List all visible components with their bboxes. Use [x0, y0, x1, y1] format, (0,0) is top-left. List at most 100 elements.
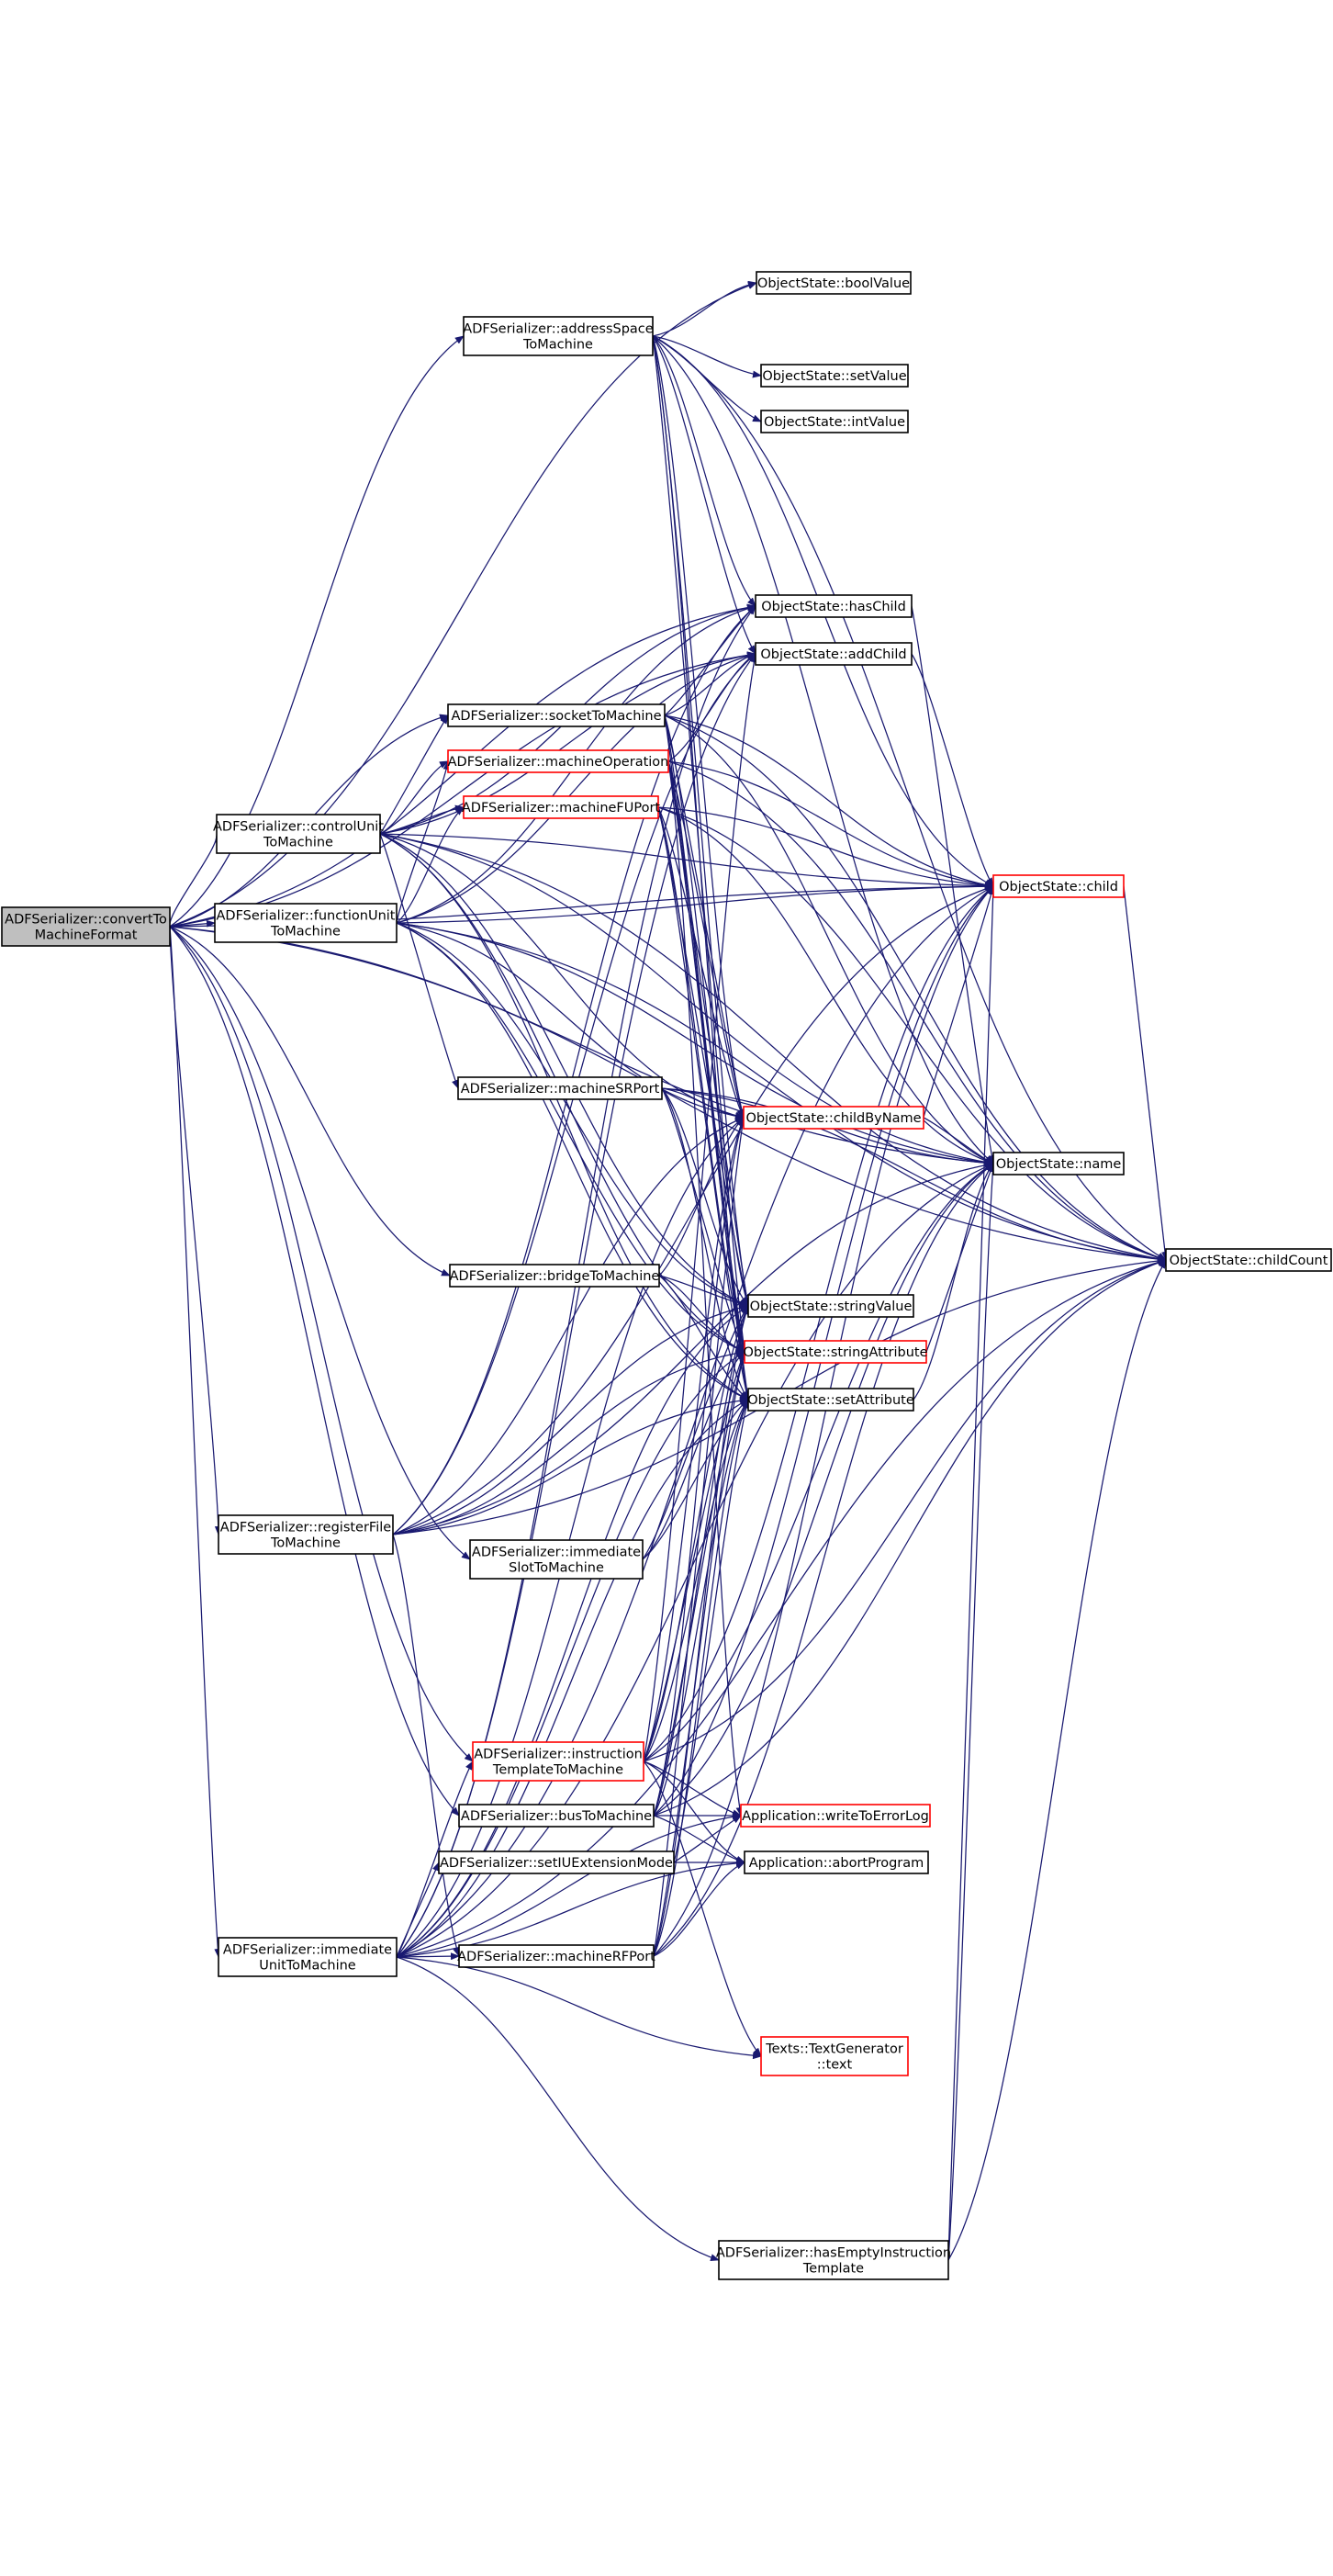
edge-bus-to-childCount [653, 1259, 1167, 1817]
edge-immediateUnit-to-writeToErrorLog [396, 1813, 742, 1958]
node-childByName[interactable]: ObjectState::childByName [743, 1106, 924, 1130]
node-text[interactable]: Texts::TextGenerator::text [760, 2036, 909, 2076]
node-box-stringAttribute [744, 1340, 927, 1364]
node-label-hasEmptyInstruction: ADFSerializer::hasEmptyInstruction [716, 2246, 951, 2261]
node-box-immediateSlot [469, 1539, 644, 1580]
node-label-childByName: ObjectState::childByName [745, 1111, 921, 1126]
node-machineRFPort[interactable]: ADFSerializer::machineRFPort [457, 1944, 655, 1968]
edge-controlUnit-to-stringValue [379, 833, 749, 1307]
node-machineFUPort[interactable]: ADFSerializer::machineFUPort [462, 795, 661, 819]
node-label-machineOperation: ADFSerializer::machineOperation [448, 755, 669, 770]
edge-socket-to-addChild [664, 652, 756, 716]
edge-convert-to-addressSpace [169, 335, 465, 928]
node-name[interactable]: ObjectState::name [992, 1152, 1125, 1176]
edge-addressSpace-to-setValue [652, 335, 762, 378]
node-stringValue[interactable]: ObjectState::stringValue [747, 1294, 914, 1318]
node-box-abortProgram [744, 1850, 929, 1874]
edge-immediateSlot-to-setAttribute [642, 1399, 749, 1560]
edge-functionUnit-to-setAttribute [396, 922, 749, 1400]
edge-machineRFPort-to-setAttribute [653, 1399, 749, 1957]
edge-bus-to-name [653, 1163, 994, 1817]
node-setIUExtension[interactable]: ADFSerializer::setIUExtensionMode [438, 1850, 675, 1874]
node-label-hasChild: ObjectState::hasChild [761, 600, 906, 614]
node-childCount[interactable]: ObjectState::childCount [1165, 1248, 1332, 1272]
node-addChild[interactable]: ObjectState::addChild [755, 642, 913, 666]
node-label-setAttribute: ObjectState::setAttribute [747, 1393, 914, 1408]
node-abortProgram[interactable]: Application::abortProgram [744, 1850, 929, 1874]
node-label-immediateUnit: ADFSerializer::immediate [223, 1943, 392, 1958]
node-setValue[interactable]: ObjectState::setValue [760, 364, 909, 388]
edge-machineFUPort-to-childByName [657, 806, 745, 1119]
edge-registerFile-to-setAttribute [392, 1397, 749, 1535]
edge-bus-to-setAttribute [653, 1399, 749, 1817]
edge-addressSpace-to-hasChild [652, 335, 756, 607]
node-machineSRPort[interactable]: ADFSerializer::machineSRPort [457, 1076, 663, 1100]
node-label-immediateUnit: UnitToMachine [259, 1959, 356, 1974]
node-instructionTemplate[interactable]: ADFSerializer::instructionTemplateToMach… [472, 1741, 644, 1782]
node-label-child: ObjectState::child [999, 880, 1118, 894]
node-label-socket: ADFSerializer::socketToMachine [451, 709, 661, 724]
node-child[interactable]: ObjectState::child [992, 874, 1125, 898]
edge-instructionTemplate-to-addChild [643, 653, 758, 1762]
edge-instructionTemplate-to-child [643, 885, 994, 1762]
edge-immediateUnit-to-name [396, 1163, 994, 1958]
edge-instructionTemplate-to-setAttribute [643, 1399, 749, 1762]
node-machineOperation[interactable]: ADFSerializer::machineOperation [447, 749, 669, 773]
edge-machineOperation-to-childByName [667, 760, 745, 1119]
node-label-boolValue: ObjectState::boolValue [757, 276, 910, 291]
edge-addChild-to-child [911, 653, 994, 887]
edge-immediateUnit-to-stringValue [396, 1305, 749, 1958]
node-label-childCount: ObjectState::childCount [1170, 1254, 1328, 1268]
node-label-bus: ADFSerializer::busToMachine [461, 1809, 652, 1824]
edge-convert-to-addChild [169, 651, 756, 928]
edge-socket-to-child [664, 714, 994, 889]
edge-controlUnit-to-machineFUPort [379, 804, 465, 835]
node-hasEmptyInstruction[interactable]: ADFSerializer::hasEmptyInstructionTempla… [716, 2240, 951, 2280]
edge-addressSpace-to-boolValue [652, 280, 757, 337]
edge-convert-to-immediateSlot [169, 926, 471, 1560]
node-box-registerFile [218, 1514, 394, 1555]
edge-convert-to-instructionTemplate [169, 926, 474, 1762]
node-boolValue[interactable]: ObjectState::boolValue [756, 271, 912, 295]
edge-controlUnit-to-setAttribute [379, 833, 749, 1400]
node-label-intValue: ObjectState::intValue [764, 415, 905, 430]
edge-socket-to-stringAttribute [664, 714, 747, 1353]
node-bus[interactable]: ADFSerializer::busToMachine [458, 1804, 655, 1828]
node-writeToErrorLog[interactable]: Application::writeToErrorLog [740, 1804, 931, 1828]
node-socket[interactable]: ADFSerializer::socketToMachine [447, 703, 666, 727]
edge-machineSRPort-to-childByName [661, 1087, 745, 1120]
edge-bus-to-stringValue [653, 1305, 749, 1817]
node-label-setValue: ObjectState::setValue [762, 369, 906, 384]
edge-instructionTemplate-to-childByName [643, 1117, 745, 1762]
edge-bus-to-abortProgram [653, 1815, 745, 1864]
edge-machineOperation-to-child [667, 760, 994, 889]
node-label-stringAttribute: ObjectState::stringAttribute [743, 1345, 927, 1360]
edge-instructionTemplate-to-stringValue [643, 1305, 749, 1762]
edge-convert-to-bridge [169, 926, 451, 1277]
edge-hasEmptyInstruction-to-child [947, 885, 997, 2261]
node-box-name [992, 1152, 1125, 1176]
edge-registerFile-to-child [392, 885, 994, 1535]
node-hasChild[interactable]: ObjectState::hasChild [755, 594, 913, 618]
node-bridge[interactable]: ADFSerializer::bridgeToMachine [449, 1264, 660, 1288]
node-stringAttribute[interactable]: ObjectState::stringAttribute [743, 1340, 928, 1364]
node-setAttribute[interactable]: ObjectState::setAttribute [747, 1388, 914, 1412]
node-box-text [760, 2036, 909, 2076]
edge-instructionTemplate-to-writeToErrorLog [643, 1760, 742, 1817]
node-intValue[interactable]: ObjectState::intValue [760, 410, 909, 433]
node-box-functionUnit [214, 903, 398, 943]
edge-machineRFPort-to-name [653, 1163, 994, 1957]
edge-child-to-childCount [1123, 885, 1170, 1261]
edge-convert-to-controlUnit [169, 833, 222, 928]
edge-controlUnit-to-machineOperation [379, 760, 449, 835]
edge-bus-to-childByName [653, 1117, 745, 1817]
node-box-stringValue [747, 1294, 914, 1318]
edge-controlUnit-to-name [379, 833, 994, 1166]
